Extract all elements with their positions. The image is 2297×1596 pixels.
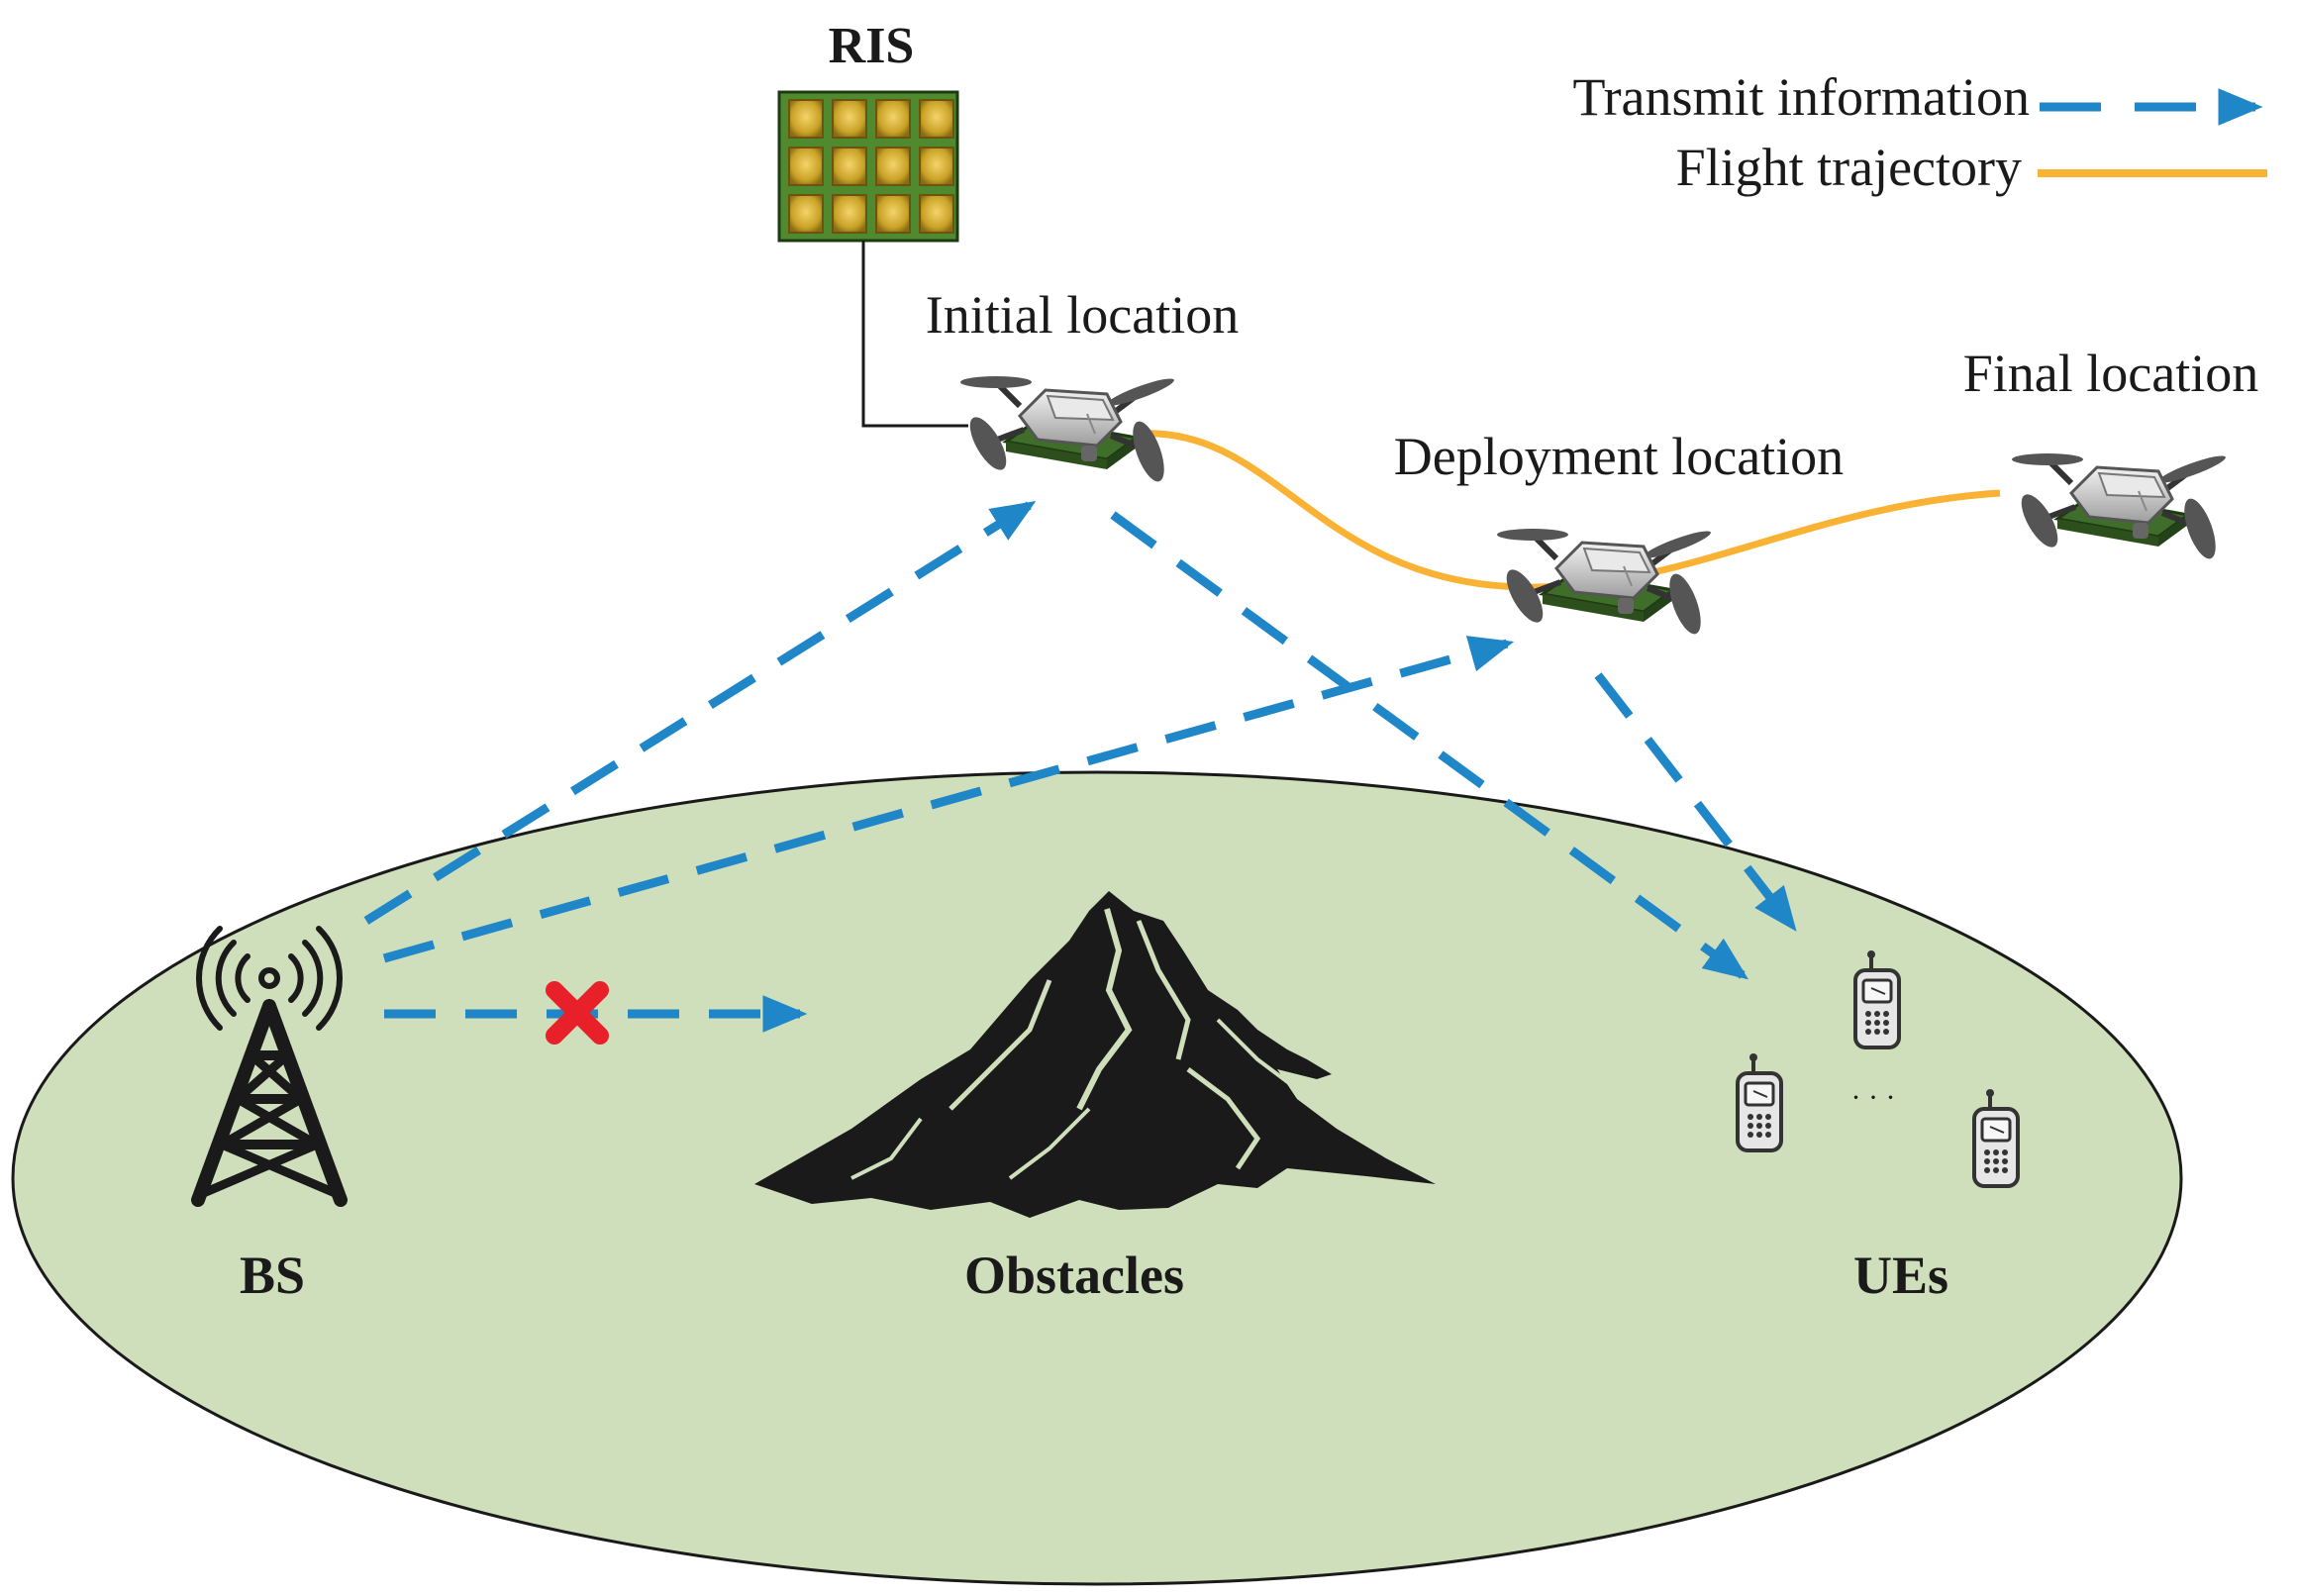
ris-element <box>875 99 911 139</box>
bs-to-initial-uav-link <box>363 501 1037 925</box>
ris-element <box>788 99 824 139</box>
ris-element <box>788 147 824 186</box>
legend-flight-label: Flight trajectory <box>1676 138 2022 197</box>
base-station-tower-icon <box>191 926 348 1207</box>
ris-element <box>832 147 867 186</box>
ris-element <box>875 147 911 186</box>
final-location-label: Final location <box>1963 344 2258 403</box>
ue-ellipsis: · · · <box>1851 1081 1896 1114</box>
uav-drone-icon <box>1497 527 1713 638</box>
ris-label: RIS <box>829 18 915 74</box>
ues-label: UEs <box>1853 1246 1948 1305</box>
transmit-links <box>363 501 1797 1033</box>
deployment-uav-to-ue-link <box>1594 672 1797 932</box>
bs-label: BS <box>240 1246 305 1305</box>
ris-element <box>788 194 824 234</box>
blocked-x-icon <box>546 981 609 1045</box>
initial-uav-to-ue-link <box>1110 511 1749 980</box>
uav-drone-icon <box>2012 451 2228 562</box>
uav-drone-icon <box>960 374 1176 485</box>
legend-transmit-label: Transmit information <box>1572 67 2030 127</box>
mountain-icon <box>754 891 1436 1218</box>
ris-connector-line <box>861 241 968 428</box>
ris-element <box>919 147 954 186</box>
deployment-location-label: Deployment location <box>1394 427 1844 486</box>
ris-panel-icon <box>777 90 959 243</box>
ris-element <box>875 194 911 234</box>
ris-element <box>919 194 954 234</box>
obstacles-label: Obstacles <box>964 1246 1184 1305</box>
ris-element <box>832 194 867 234</box>
ris-element <box>919 99 954 139</box>
ris-element <box>832 99 867 139</box>
initial-location-label: Initial location <box>926 285 1239 345</box>
bs-to-deployment-uav-link <box>382 636 1515 963</box>
legend: Transmit information Flight trajectory <box>1572 67 2267 197</box>
